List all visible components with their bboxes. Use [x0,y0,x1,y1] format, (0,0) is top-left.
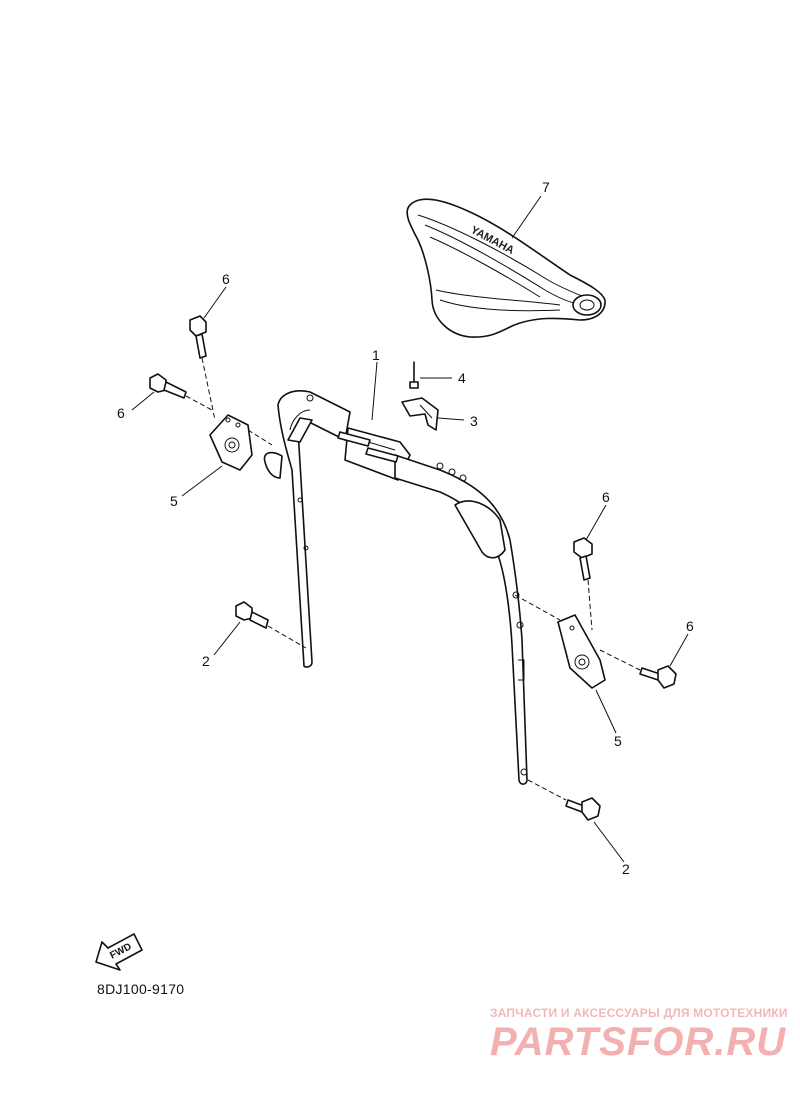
callout-holder-right: 5 [614,733,622,749]
callout-clip: 3 [470,413,478,429]
bolt-left-top [189,315,207,359]
rivet [409,361,419,389]
callout-handle-bar: 1 [372,347,380,363]
watermark-tagline: ЗАПЧАСТИ И АКСЕССУАРЫ ДЛЯ МОТОТЕХНИКИ [490,1006,788,1020]
callout-bolt-right-low: 2 [622,861,630,877]
handlebar-pad: YAMAHA [406,198,606,338]
bolt-right-low [565,797,601,821]
center-bolts [337,431,399,463]
callout-bolt-left-low: 2 [202,653,210,669]
handle-bar [277,390,528,785]
callout-bolt-right-top: 6 [602,489,610,505]
callout-bolt-left-top: 6 [222,271,230,287]
callout-pad: 7 [542,179,550,195]
callout-bolt-right-side: 6 [686,618,694,634]
clip [401,397,439,431]
fwd-arrow: FWD [95,933,143,971]
callout-holder-left: 5 [170,493,178,509]
holder-left [209,414,253,471]
bolt-right-top [573,537,593,581]
collar-left [263,451,283,479]
bolt-left-low [235,601,269,629]
callout-bolt-left-side: 6 [117,405,125,421]
bolt-right-side [639,665,677,689]
part-code: 8DJ100-9170 [97,981,185,997]
holder-right [557,614,606,689]
callout-rivet: 4 [458,370,466,386]
bolt-left-side [149,373,187,399]
assembly-lines [185,357,641,801]
leader-lines [131,195,689,863]
watermark-logo: PARTSFOR.RU [490,1020,787,1064]
